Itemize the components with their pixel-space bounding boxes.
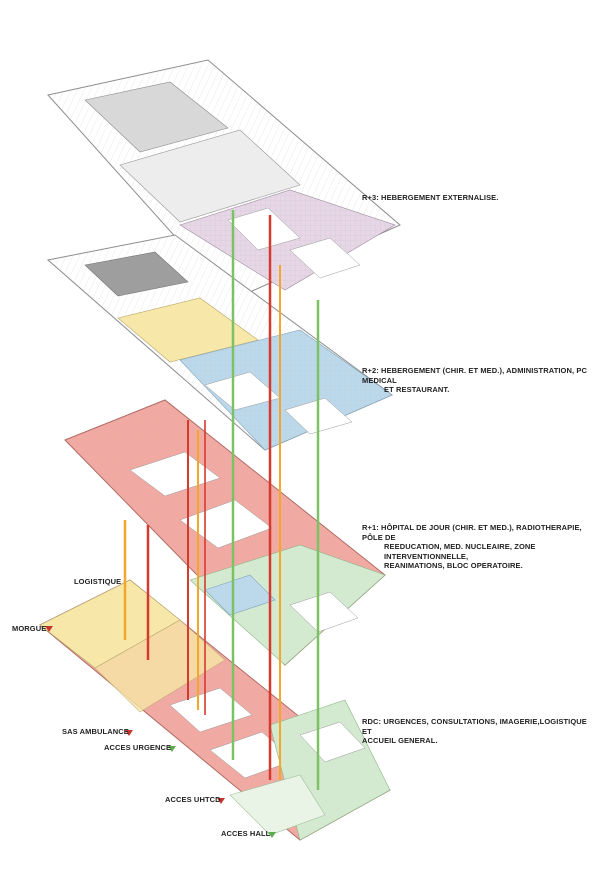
acces-urgence-marker [168, 746, 176, 752]
acces-hall-label: ACCES HALL [221, 829, 271, 838]
sas-ambulance-marker [125, 730, 133, 736]
sas-ambulance-label: SAS AMBULANCE [62, 727, 129, 736]
logistique-label: LOGISTIQUE [74, 577, 122, 586]
floor-label-r3: R+3: HEBERGEMENT EXTERNALISE. [362, 193, 499, 202]
acces-hall-marker [268, 832, 276, 838]
floor-rdc-plate [39, 579, 391, 841]
floor-label-rdc: RDC: URGENCES, CONSULTATIONS, IMAGERIE,L… [362, 717, 587, 745]
morgue-label: MORGUE [12, 624, 47, 633]
floor-r3-plate [47, 59, 401, 301]
acces-uhtcd-label: ACCES UHTCD [165, 795, 221, 804]
acces-uhtcd-marker [217, 798, 225, 804]
floor-label-r2: R+2: HEBERGEMENT (CHIR. ET MED.), ADMINI… [362, 366, 587, 394]
access-markers [45, 626, 276, 838]
morgue-marker [45, 626, 53, 632]
acces-urgence-label: ACCES URGENCE [104, 743, 172, 752]
floor-label-r1: R+1: HÔPITAL DE JOUR (CHIR. ET MED.), RA… [362, 523, 582, 570]
floor-r1-plate [64, 399, 386, 666]
vertical-circulation-lines [123, 210, 320, 790]
